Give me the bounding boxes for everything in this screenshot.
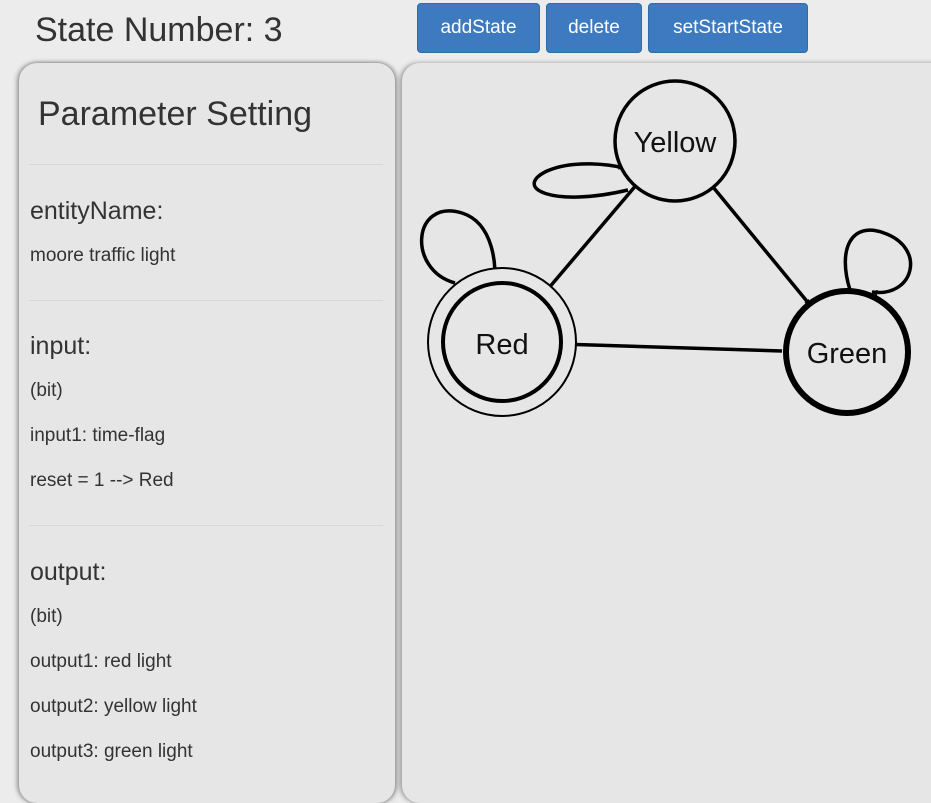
entity-name-label: entityName:: [30, 197, 164, 225]
output-line[interactable]: output1: red light: [30, 651, 172, 672]
state-diagram[interactable]: Yellow Red Green: [402, 63, 931, 775]
self-loop-yellow[interactable]: [532, 162, 629, 199]
entity-name-value[interactable]: moore traffic light: [30, 245, 176, 266]
divider: [29, 525, 383, 526]
state-red[interactable]: Red: [427, 267, 577, 417]
input-line[interactable]: input1: time-flag: [30, 425, 166, 446]
divider: [29, 300, 383, 301]
input-line[interactable]: reset = 1 --> Red: [30, 470, 174, 491]
state-green[interactable]: Green: [783, 288, 911, 416]
delete-button[interactable]: delete: [546, 3, 642, 53]
output-line[interactable]: output2: yellow light: [30, 696, 197, 717]
output-line[interactable]: output3: green light: [30, 741, 193, 762]
state-label: Green: [807, 338, 888, 370]
input-type: (bit): [30, 380, 63, 401]
input-label: input:: [30, 332, 92, 360]
state-number-title: State Number: 3: [35, 11, 283, 49]
divider: [29, 164, 383, 165]
self-loop-green[interactable]: [843, 228, 913, 296]
add-state-button[interactable]: addState: [417, 3, 540, 53]
parameter-panel: Parameter Setting entityName: moore traf…: [19, 63, 395, 803]
transition-yellow-to-green[interactable]: [711, 185, 812, 307]
output-label: output:: [30, 558, 107, 586]
transition-green-to-red[interactable]: [559, 341, 783, 353]
output-type: (bit): [30, 606, 63, 627]
state-label: Red: [475, 329, 528, 361]
state-label: Yellow: [634, 127, 718, 159]
self-loop-red[interactable]: [420, 209, 498, 286]
set-start-state-button[interactable]: setStartState: [648, 3, 808, 53]
diagram-canvas[interactable]: Yellow Red Green: [402, 63, 931, 803]
parameter-panel-title: Parameter Setting: [38, 95, 313, 133]
transition-red-to-yellow[interactable]: [540, 181, 640, 298]
state-yellow[interactable]: Yellow: [613, 79, 737, 203]
